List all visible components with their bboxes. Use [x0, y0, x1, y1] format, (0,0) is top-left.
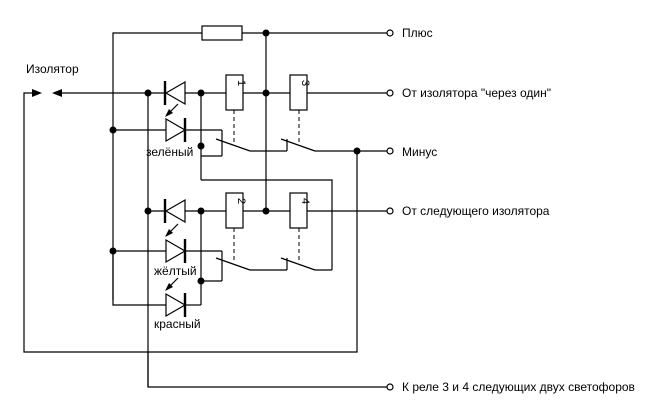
label-to-next-relays: К реле 3 и 4 следующих двух светофоров [402, 380, 635, 394]
relay-4-number: 4 [299, 198, 311, 204]
relay-1-number: 1 [235, 80, 247, 86]
plus-line [112, 25, 394, 300]
label-yellow: жёлтый [154, 264, 197, 278]
led-green [165, 117, 187, 143]
terminal-skip-isolator[interactable] [386, 89, 394, 97]
row-skip-isolator [62, 74, 394, 387]
terminal-minus[interactable] [386, 147, 394, 155]
label-from-isolator-skip: От изолятора "через один" [402, 86, 551, 100]
red-led-group [112, 251, 201, 318]
isolator-symbol [23, 89, 358, 353]
contacts-row-2 [109, 223, 332, 285]
label-from-next-isolator: От следующего изолятора [402, 204, 550, 218]
to-next-relays-line [147, 352, 394, 391]
arrow-right-icon [32, 89, 42, 97]
arrow-left-icon [52, 89, 62, 97]
label-isolator: Изолятор [26, 62, 79, 76]
row-next-isolator [144, 192, 394, 305]
led-yellow [165, 238, 187, 264]
diode-2 [164, 198, 186, 224]
diode-1 [164, 80, 186, 106]
label-red: красный [154, 317, 201, 331]
terminal-plus[interactable] [386, 29, 394, 37]
led-red [165, 292, 187, 318]
terminal-next-relays[interactable] [386, 383, 394, 391]
label-minus: Минус [402, 145, 437, 159]
label-green: зелёный [146, 145, 193, 159]
relay-3-number: 3 [299, 80, 311, 86]
label-plus: Плюс [402, 26, 433, 40]
contacts-row-1 [109, 103, 394, 180]
terminal-next-isolator[interactable] [386, 207, 394, 215]
resistor [201, 25, 243, 41]
relay-2-number: 2 [235, 198, 247, 204]
